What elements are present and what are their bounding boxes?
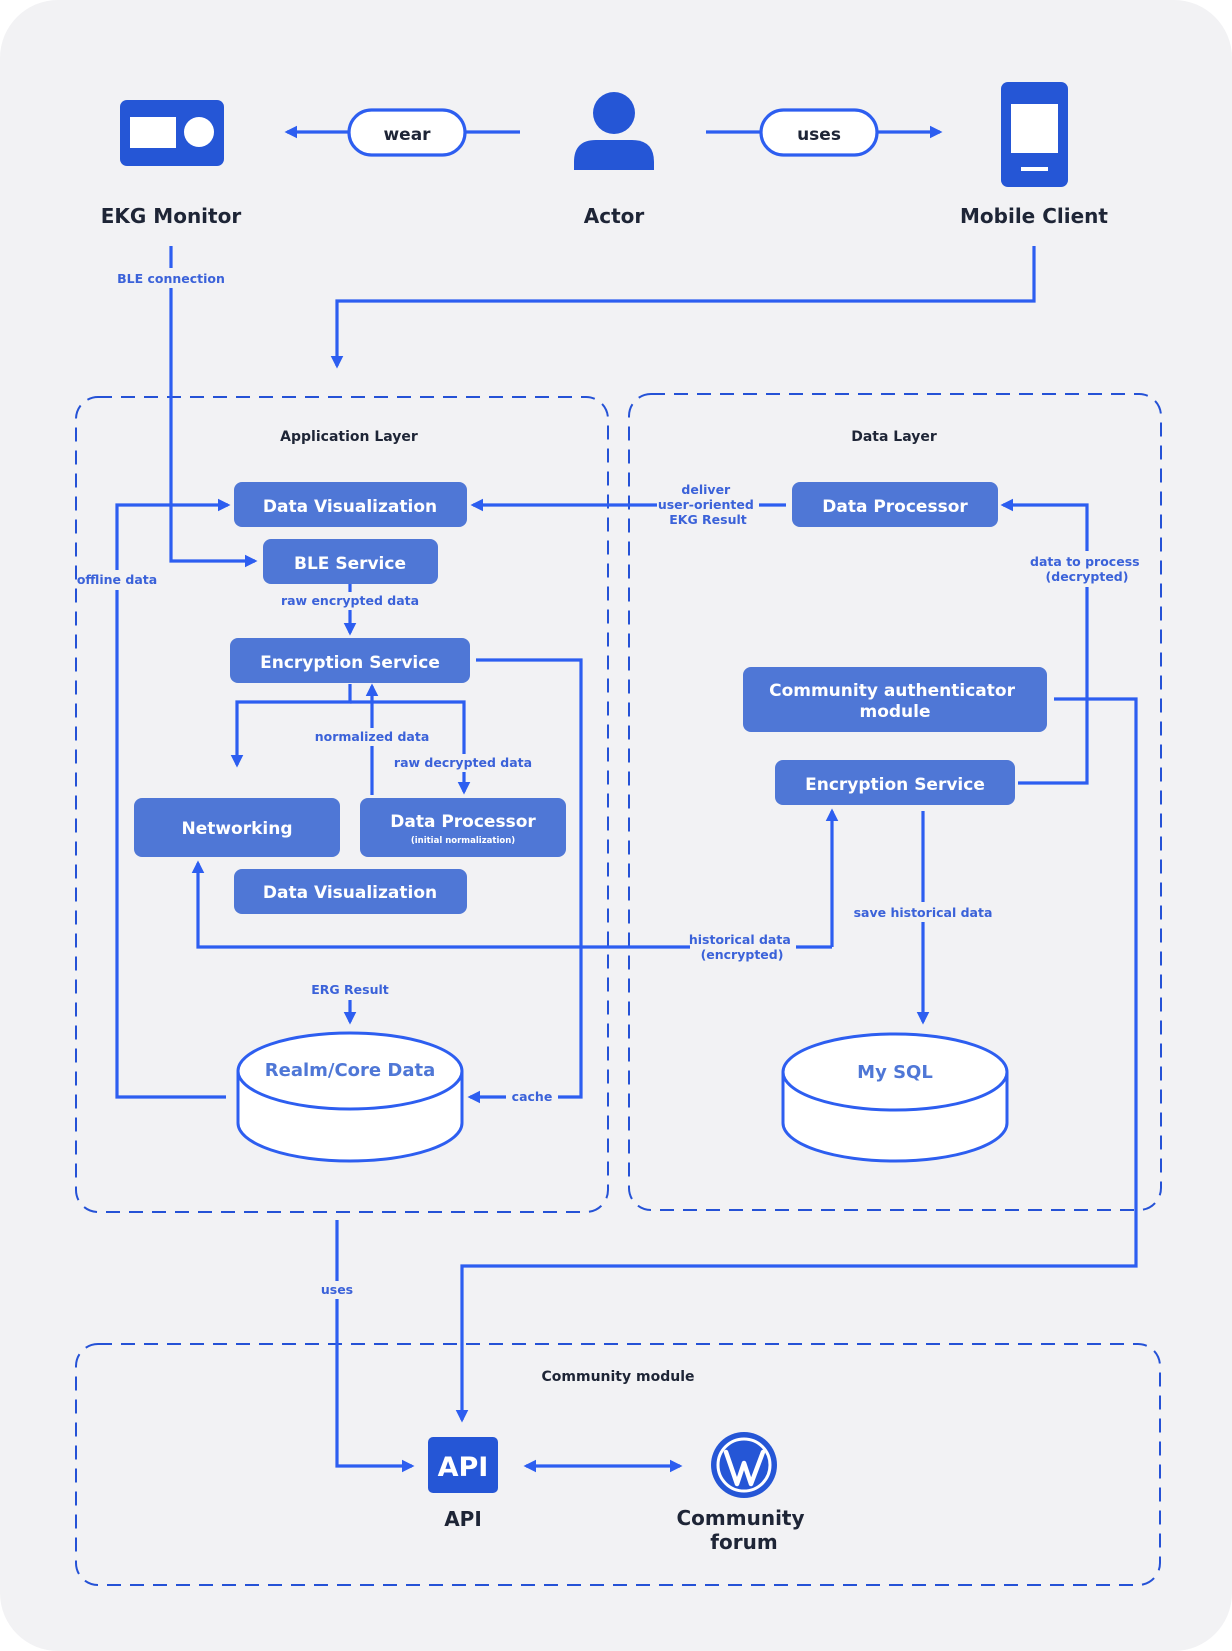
mysql-cylinder: My SQL <box>781 1032 1009 1163</box>
cache-label: cache <box>512 1089 553 1104</box>
edge-auth-to-api <box>455 697 1138 1423</box>
smartphone-icon <box>1001 82 1068 187</box>
data-visualization-2-box: Data Visualization <box>234 869 467 914</box>
svg-text:Encryption Service: Encryption Service <box>260 653 440 673</box>
data-visualization-box: Data Visualization <box>234 482 467 527</box>
ekg-monitor-icon <box>120 100 224 166</box>
edge-ble-connection <box>169 246 258 568</box>
deliver-line-1: deliver <box>681 482 731 497</box>
svg-text:Data Visualization: Data Visualization <box>263 497 437 517</box>
svg-text:Data Processor: Data Processor <box>822 497 968 517</box>
data-layer-title: Data Layer <box>851 429 937 445</box>
historical-label-bg <box>690 931 796 965</box>
erg-result-label: ERG Result <box>311 982 389 997</box>
forum-line-1: Community <box>677 1506 805 1530</box>
svg-text:Data Processor: Data Processor <box>390 812 536 832</box>
svg-text:Data Visualization: Data Visualization <box>263 883 437 903</box>
deliver-line-2: user-oriented <box>658 497 754 512</box>
uses-pill <box>759 108 879 157</box>
mobile-client-label: Mobile Client <box>960 204 1108 228</box>
normalized-label: normalized data <box>315 729 430 744</box>
community-auth-line-2: module <box>859 702 930 722</box>
api-label: API <box>444 1507 482 1531</box>
application-layer-title: Application Layer <box>280 429 418 445</box>
realm-core-data-label: Realm/Core Data <box>265 1060 435 1081</box>
mysql-label: My SQL <box>857 1062 933 1083</box>
application-layer-container <box>75 396 609 1213</box>
edge-app-uses-api <box>335 1220 415 1473</box>
data-processor-box: Data Processor (initial normalization) <box>360 798 566 857</box>
ekg-monitor-label: EKG Monitor <box>101 204 242 228</box>
offline-data-label: offline data <box>77 572 157 587</box>
realm-core-data-cylinder: Realm/Core Data <box>236 1031 464 1163</box>
data-layer-data-processor-box: Data Processor <box>792 482 998 527</box>
svg-text:Community authenticator: Community authenticator module <box>769 681 1021 722</box>
community-module-container <box>75 1343 1161 1586</box>
edge-data-to-process <box>1000 498 1089 785</box>
person-icon <box>574 92 654 170</box>
edge-offline-data <box>115 498 231 1099</box>
deliver-label: deliver user-oriented EKG Result <box>658 482 758 527</box>
edge-mobile-to-app <box>330 246 1036 369</box>
deliver-label-bg <box>657 481 759 531</box>
svg-text:API: API <box>438 1452 489 1483</box>
community-forum-label: Community forum <box>677 1506 812 1554</box>
actor-label: Actor <box>584 204 645 228</box>
raw-encrypted-label: raw encrypted data <box>281 593 419 608</box>
community-module-title: Community module <box>542 1369 695 1385</box>
deliver-line-3: EKG Result <box>669 512 747 527</box>
api-icon: API <box>428 1437 498 1493</box>
community-auth-line-1: Community authenticator <box>769 681 1015 701</box>
community-uses-label: uses <box>321 1282 353 1297</box>
to-process-label: data to process (decrypted) <box>1030 554 1144 584</box>
svg-text:Networking: Networking <box>181 819 292 839</box>
ble-service-box: BLE Service <box>263 539 438 584</box>
normalized-label-bg <box>316 728 426 746</box>
data-layer-container <box>628 393 1162 1211</box>
historical-line-2: (encrypted) <box>701 947 784 962</box>
raw-decrypted-label: raw decrypted data <box>394 755 532 770</box>
ble-connection-label-bg <box>117 268 225 288</box>
community-authenticator-box: Community authenticator module <box>743 667 1047 732</box>
encryption-service-box: Encryption Service <box>230 638 470 683</box>
historical-label: historical data (encrypted) <box>689 932 795 962</box>
to-process-line-2: (decrypted) <box>1046 569 1129 584</box>
uses-label: uses <box>797 125 841 145</box>
wordpress-icon <box>711 1432 777 1498</box>
data-layer-encryption-service-box: Encryption Service <box>775 760 1015 805</box>
raw-encrypted-label-bg <box>283 592 417 610</box>
wear-label: wear <box>383 125 431 145</box>
forum-line-2: forum <box>710 1530 777 1554</box>
svg-text:BLE Service: BLE Service <box>294 554 406 574</box>
offline-label-bg <box>78 570 156 590</box>
save-historical-label: save historical data <box>854 905 993 920</box>
svg-text:Encryption Service: Encryption Service <box>805 775 985 795</box>
ble-connection-label: BLE connection <box>117 271 225 286</box>
networking-box: Networking <box>134 798 340 857</box>
historical-line-1: historical data <box>689 932 791 947</box>
to-process-line-1: data to process <box>1030 554 1140 569</box>
svg-text:(initial normalization): (initial normalization) <box>411 836 515 846</box>
raw-decrypted-label-bg <box>398 754 528 772</box>
cache-label-bg <box>506 1088 558 1106</box>
edge-encryption-to-networking <box>230 684 352 768</box>
edge-historical-data <box>191 860 832 949</box>
to-process-label-bg <box>1036 551 1138 587</box>
wear-pill <box>347 108 467 157</box>
community-uses-label-bg <box>314 1281 360 1299</box>
save-historical-label-bg <box>858 902 988 922</box>
